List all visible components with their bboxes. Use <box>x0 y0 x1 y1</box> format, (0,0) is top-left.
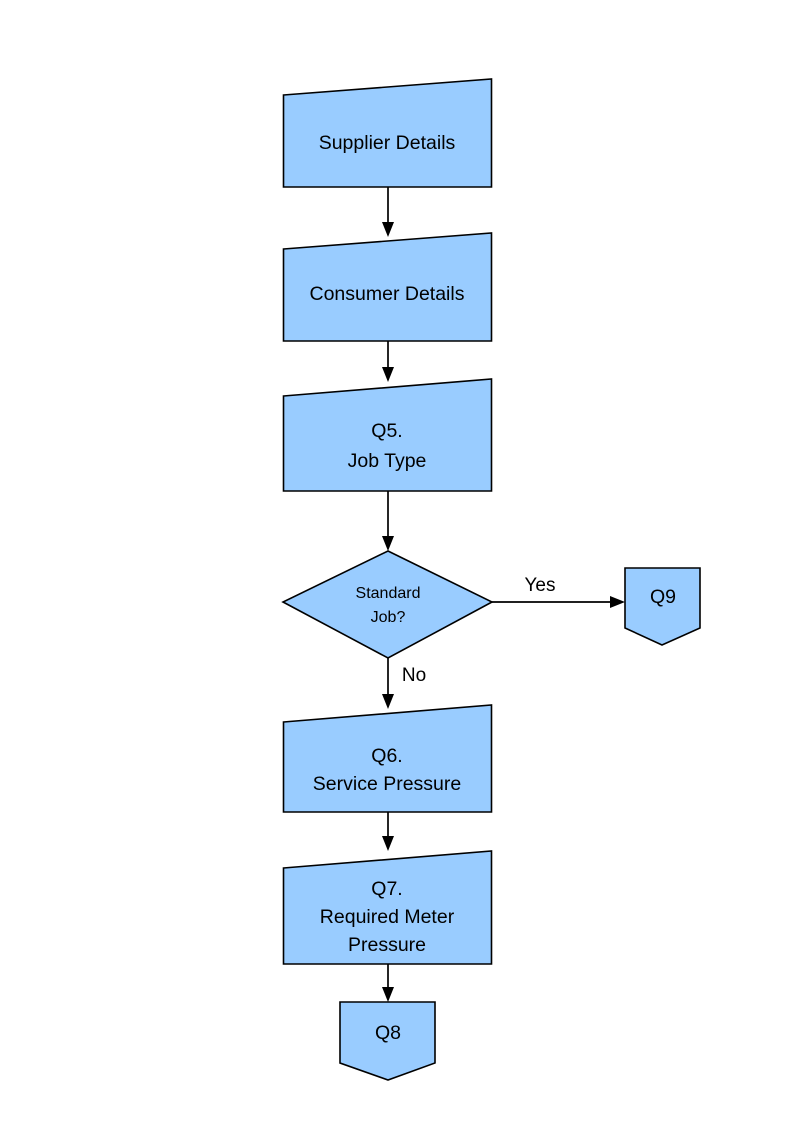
consumer-details-shape <box>282 232 493 342</box>
q7-required-meter-pressure-label-line1: Q7. <box>371 878 402 900</box>
q5-job-type-shape <box>282 378 493 492</box>
standard-job-decision-label-line2: Job? <box>371 609 406 626</box>
node-q5-job-type[interactable]: Q5. Job Type <box>282 378 493 492</box>
arrow-head-icon <box>382 536 394 551</box>
edge-consumer-to-q5 <box>382 341 394 382</box>
node-supplier-details[interactable]: Supplier Details <box>282 78 493 188</box>
q5-job-type-label-line2: Job Type <box>348 450 427 472</box>
node-q7-required-meter-pressure[interactable]: Q7. Required Meter Pressure <box>282 850 493 965</box>
arrow-head-icon <box>382 222 394 237</box>
node-consumer-details[interactable]: Consumer Details <box>282 232 493 342</box>
q9-label: Q9 <box>650 586 676 608</box>
node-q8[interactable]: Q8 <box>339 1001 436 1081</box>
q7-required-meter-pressure-label-line2: Required Meter <box>320 906 455 928</box>
standard-job-decision-shape <box>281 550 494 659</box>
node-q9[interactable]: Q9 <box>624 567 701 646</box>
q5-job-type-label-line1: Q5. <box>371 420 402 442</box>
q9-shape <box>624 567 701 646</box>
q8-shape <box>339 1001 436 1081</box>
q8-label: Q8 <box>375 1022 401 1044</box>
q6-service-pressure-shape <box>282 704 493 813</box>
arrow-head-icon <box>382 987 394 1002</box>
standard-job-decision-label-line1: Standard <box>356 585 421 602</box>
arrow-head-icon <box>610 596 625 608</box>
supplier-details-label: Supplier Details <box>319 132 456 154</box>
edge-decision-to-q6: No <box>382 658 426 709</box>
edge-q6-to-q7 <box>382 812 394 851</box>
node-standard-job-decision[interactable]: Standard Job? <box>281 550 494 659</box>
edge-decision-to-q9: Yes <box>492 575 625 608</box>
q6-service-pressure-label-line1: Q6. <box>371 745 402 767</box>
q7-required-meter-pressure-shape <box>282 850 493 965</box>
q6-service-pressure-label-line2: Service Pressure <box>313 773 461 795</box>
arrow-head-icon <box>382 367 394 382</box>
q7-required-meter-pressure-label-line3: Pressure <box>348 934 426 956</box>
consumer-details-label: Consumer Details <box>310 283 465 305</box>
node-q6-service-pressure[interactable]: Q6. Service Pressure <box>282 704 493 813</box>
edge-supplier-to-consumer <box>382 187 394 237</box>
supplier-details-shape <box>282 78 493 188</box>
arrow-head-icon <box>382 694 394 709</box>
edge-q7-to-q8 <box>382 964 394 1002</box>
arrow-head-icon <box>382 836 394 851</box>
edge-q5-to-decision <box>382 491 394 551</box>
edge-label-no: No <box>402 665 426 686</box>
edge-label-yes: Yes <box>525 575 556 596</box>
